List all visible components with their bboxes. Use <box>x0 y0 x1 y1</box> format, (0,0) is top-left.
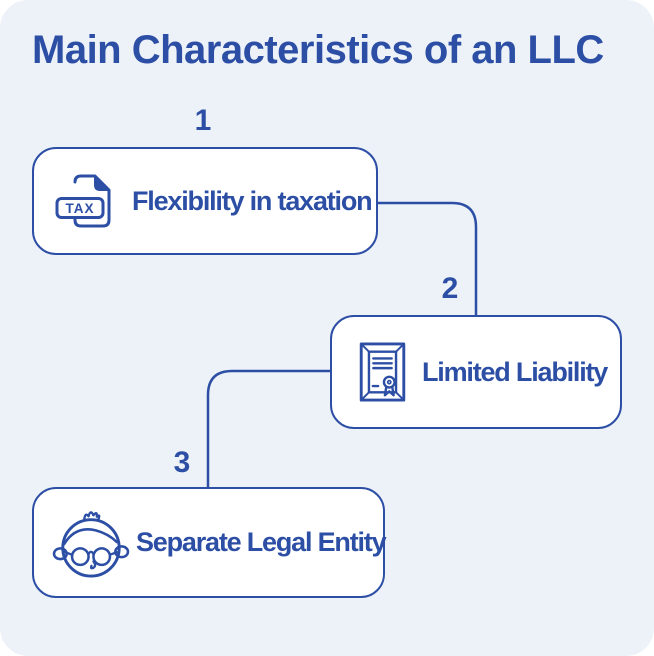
card-separate-legal-entity: Separate Legal Entity <box>32 487 387 598</box>
step-number-3: 3 <box>173 446 191 479</box>
card-label: Limited Liability <box>422 356 608 387</box>
step-number-1: 1 <box>194 104 212 137</box>
tax-badge-text: TAX <box>66 201 95 216</box>
card-flexibility-in-taxation: TAX Flexibility in taxation <box>32 147 378 255</box>
card-label: Separate Legal Entity <box>136 527 387 557</box>
tax-document-icon: TAX <box>55 174 111 228</box>
card-limited-liability: Limited Liability <box>330 315 622 429</box>
certificate-icon <box>359 342 406 402</box>
connector-step2-to-step3 <box>206 369 332 490</box>
connector-step1-to-step2 <box>376 201 478 318</box>
page-title: Main Characteristics of an LLC <box>32 28 604 72</box>
step-number-2: 2 <box>441 272 459 305</box>
person-face-icon <box>52 507 130 579</box>
card-label: Flexibility in taxation <box>132 185 373 216</box>
